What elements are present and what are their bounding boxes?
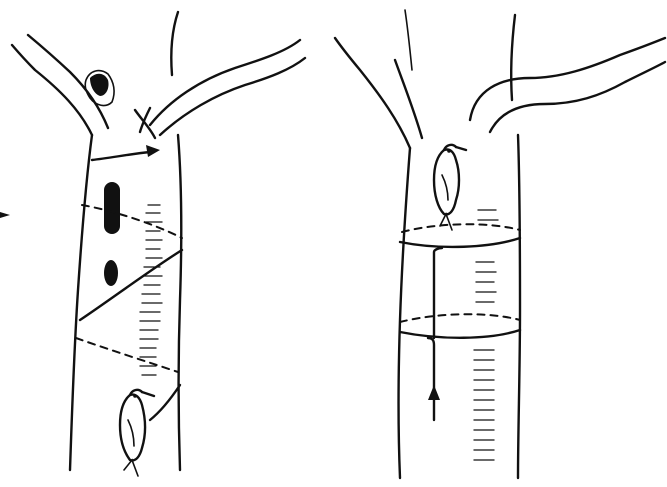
left-panel bbox=[12, 12, 305, 476]
right-loop-lower-front bbox=[400, 330, 520, 338]
right-path-mid-vertical bbox=[434, 248, 442, 338]
woodpecker-icon bbox=[120, 390, 154, 476]
left-spiral-back-1 bbox=[82, 205, 182, 238]
left-trunk-right-edge bbox=[178, 135, 181, 470]
left-spiral-front-3 bbox=[150, 385, 180, 420]
right-loop-lower-back bbox=[400, 314, 520, 322]
right-trunk-left-edge bbox=[399, 148, 411, 478]
knot-hole-icon bbox=[104, 182, 120, 234]
left-spiral-front-2 bbox=[80, 250, 182, 320]
left-spiral-front-1 bbox=[92, 152, 150, 160]
right-branch-main-top bbox=[470, 38, 665, 120]
right-twig-2 bbox=[405, 10, 412, 70]
right-path-lower-vertical bbox=[428, 338, 434, 420]
left-spiral-back-2 bbox=[76, 338, 178, 372]
right-branch-left bbox=[335, 38, 410, 148]
right-loop-upper-front bbox=[400, 238, 520, 247]
left-branch-left bbox=[12, 45, 92, 135]
edge-mark bbox=[0, 212, 10, 218]
woodpecker-icon bbox=[434, 145, 466, 230]
knot-hole-icon bbox=[104, 260, 118, 286]
arrow-icon bbox=[146, 145, 160, 157]
arrow-icon bbox=[428, 385, 440, 400]
right-panel bbox=[335, 10, 665, 478]
right-twig bbox=[511, 15, 515, 100]
left-trunk-left-edge bbox=[70, 135, 92, 470]
left-twig bbox=[171, 12, 178, 75]
left-foliage-dark bbox=[90, 74, 109, 96]
right-branch-main-bottom bbox=[490, 62, 665, 132]
right-loop-upper-back bbox=[402, 224, 520, 232]
left-bark-hatching bbox=[140, 205, 162, 375]
right-trunk-right-edge bbox=[518, 135, 520, 478]
